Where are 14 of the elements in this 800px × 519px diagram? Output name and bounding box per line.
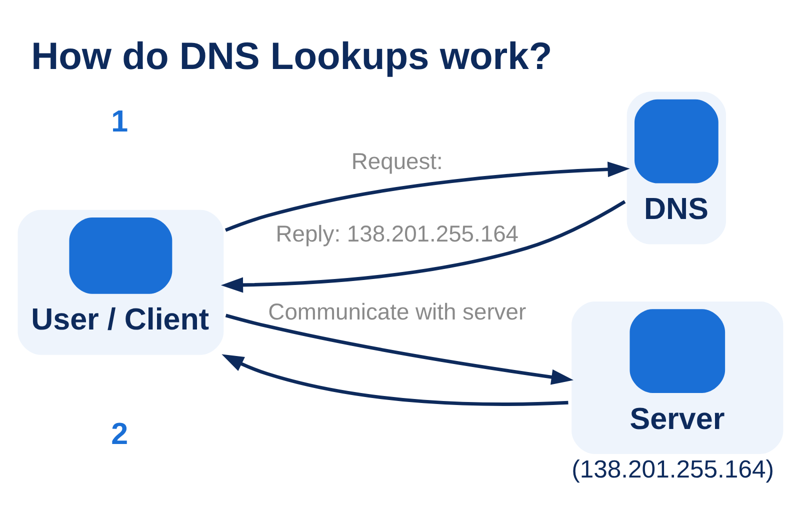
arrow: [220, 200, 626, 293]
arrow: [222, 354, 568, 406]
node-label: (138.201.255.164): [572, 456, 774, 484]
arrow: [225, 314, 574, 385]
arrow: [224, 162, 630, 232]
edge-label: Reply: 138.201.255.164: [276, 220, 519, 247]
diagram-title: How do DNS Lookups work?: [31, 34, 552, 78]
node-box: User / Client: [18, 210, 224, 355]
edge-label: Communicate with server: [268, 298, 526, 325]
label: 1: [111, 104, 128, 138]
node-box: DNS: [626, 92, 726, 244]
edge-label: Request:: [351, 148, 443, 174]
node-box: Server: [572, 301, 784, 454]
label: 2: [111, 417, 128, 452]
